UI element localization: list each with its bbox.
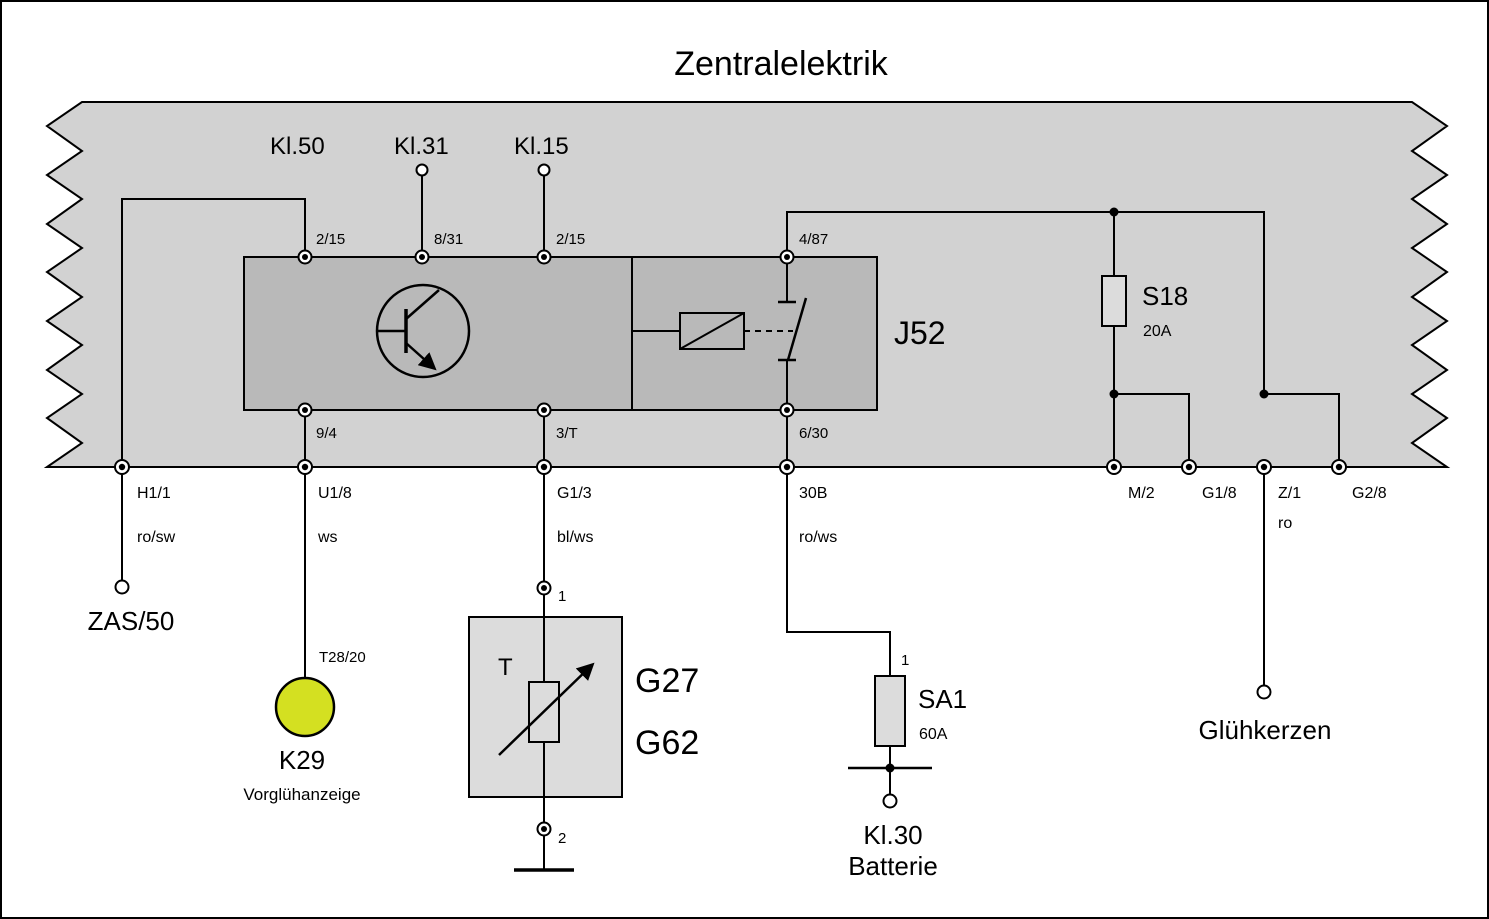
kl31-terminal bbox=[415, 163, 429, 177]
sensor-arrow bbox=[498, 662, 595, 756]
transistor-emitter bbox=[405, 342, 437, 371]
k29-caption: Vorglühanzeige bbox=[243, 785, 360, 804]
connector-labels: H1/1 ro/sw U1/8 ws G1/3 bl/ws 30B ro/ws … bbox=[137, 485, 1387, 546]
wire-487-feed bbox=[786, 211, 1265, 394]
transistor-icon bbox=[375, 283, 471, 379]
wire-kl50 bbox=[121, 198, 306, 467]
kl-terminals: Kl.50 Kl.31 Kl.15 bbox=[270, 133, 569, 177]
sensor-pin-1-label: 1 bbox=[558, 588, 566, 605]
module-j52-box bbox=[243, 256, 878, 411]
wire-color-ro-ws: ro/ws bbox=[799, 529, 837, 546]
module-j52: 2/15 8/31 2/15 4/87 9/4 3/T 6/30 J52 bbox=[243, 231, 946, 442]
k29-name: K29 bbox=[279, 745, 325, 775]
kl15-label: Kl.15 bbox=[514, 133, 569, 160]
sensor-pin-2-label: 2 bbox=[558, 830, 566, 847]
wire-color-ws: ws bbox=[317, 529, 338, 546]
wire-color-ro-sw: ro/sw bbox=[137, 529, 176, 546]
kl15-terminal bbox=[537, 163, 551, 177]
transistor-collector bbox=[405, 289, 440, 320]
sensor-name-g62: G62 bbox=[635, 724, 699, 762]
switch-blade bbox=[786, 297, 808, 361]
pin-4-87-dot bbox=[784, 254, 790, 260]
band-edge-connectors bbox=[114, 459, 1347, 475]
module-name: J52 bbox=[894, 315, 946, 351]
fuse-sa1-body bbox=[874, 675, 906, 747]
pin-label-9-4: 9/4 bbox=[316, 425, 337, 442]
pin-label-6-30: 6/30 bbox=[799, 425, 828, 442]
connector-m-2-dot bbox=[1110, 463, 1118, 471]
zas-terminal: ZAS/50 bbox=[88, 579, 175, 636]
junction-dots bbox=[885, 207, 1269, 773]
connector-h1-1-dot bbox=[118, 463, 126, 471]
sensor-symbol-t: T bbox=[498, 654, 513, 681]
kl31-label: Kl.31 bbox=[394, 133, 449, 160]
pin-label-2-15-b: 2/15 bbox=[556, 231, 585, 248]
zas-circle bbox=[114, 579, 130, 595]
fuse-s18-body bbox=[1101, 275, 1127, 327]
junction-dot bbox=[1259, 389, 1269, 399]
connector-label-g1-3: G1/3 bbox=[557, 485, 592, 502]
connector-label-z-1: Z/1 bbox=[1278, 485, 1301, 502]
pin-label-8-31: 8/31 bbox=[434, 231, 463, 248]
pin-6-30-dot bbox=[784, 407, 790, 413]
fuse-s18: S18 20A bbox=[1101, 275, 1188, 340]
pin-label-4-87: 4/87 bbox=[799, 231, 828, 248]
module-pins bbox=[297, 249, 795, 418]
wire-bracket-z1-g28 bbox=[1264, 393, 1340, 467]
fuse-sa1-name: SA1 bbox=[918, 684, 967, 714]
connector-30b-dot bbox=[783, 463, 791, 471]
connector-label-u1-8: U1/8 bbox=[318, 485, 352, 502]
wire-color-bl-ws: bl/ws bbox=[557, 529, 593, 546]
k29-lamp: T28/20 K29 Vorglühanzeige bbox=[243, 649, 365, 804]
pin-9-4-dot bbox=[302, 407, 308, 413]
sensor-name-g27: G27 bbox=[635, 662, 699, 700]
connector-label-g1-8: G1/8 bbox=[1202, 485, 1237, 502]
connector-g1-3-dot bbox=[540, 463, 548, 471]
k29-lamp-icon bbox=[274, 676, 336, 738]
relay-symbol bbox=[632, 257, 808, 410]
zas-label: ZAS/50 bbox=[88, 606, 175, 636]
battery-terminal bbox=[882, 793, 898, 809]
pin-2-15-a-dot bbox=[302, 254, 308, 260]
connector-label-30b: 30B bbox=[799, 485, 827, 502]
connector-g1-8-dot bbox=[1185, 463, 1193, 471]
page-title: Zentralelektrik bbox=[674, 45, 889, 83]
fuse-sa1-pin-label: 1 bbox=[901, 652, 909, 669]
connector-z-1-dot bbox=[1260, 463, 1268, 471]
glow-plugs-label: Glühkerzen bbox=[1199, 715, 1332, 745]
fuse-sa1-rating: 60A bbox=[919, 726, 948, 743]
junction-dot bbox=[885, 763, 895, 773]
pin-2-15-b-dot bbox=[541, 254, 547, 260]
pin-label-3-t: 3/T bbox=[556, 425, 578, 442]
connector-label-h1-1: H1/1 bbox=[137, 485, 171, 502]
wire-color-ro: ro bbox=[1278, 515, 1292, 532]
pin-label-2-15-a: 2/15 bbox=[316, 231, 345, 248]
glow-plugs-terminal bbox=[1256, 684, 1272, 700]
wire-bracket-m2-g18 bbox=[1114, 393, 1190, 467]
fuse-s18-name: S18 bbox=[1142, 281, 1188, 311]
battery-label-kl30: Kl.30 bbox=[863, 820, 922, 850]
battery-label-batterie: Batterie bbox=[848, 851, 938, 881]
sensor-pin-1-dot bbox=[541, 585, 547, 591]
connector-g2-8-dot bbox=[1335, 463, 1343, 471]
junction-dot bbox=[1109, 207, 1119, 217]
pin-3-t-dot bbox=[541, 407, 547, 413]
kl50-label: Kl.50 bbox=[270, 133, 325, 160]
glow-plugs: Glühkerzen bbox=[1199, 684, 1332, 745]
junction-dot bbox=[1109, 389, 1119, 399]
fuse-s18-rating: 20A bbox=[1143, 323, 1172, 340]
k29-connector-label: T28/20 bbox=[319, 649, 366, 666]
relay-coil-diagonal bbox=[679, 312, 745, 350]
pin-8-31-dot bbox=[419, 254, 425, 260]
sensor-pin-2-dot bbox=[541, 826, 547, 832]
sensor-g27-g62: T 1 2 G27 G62 bbox=[468, 580, 699, 847]
connector-u1-8-dot bbox=[301, 463, 309, 471]
fuse-sa1-battery: 1 SA1 60A Kl.30 Batterie bbox=[848, 652, 967, 881]
connector-label-m-2: M/2 bbox=[1128, 485, 1155, 502]
connector-label-g2-8: G2/8 bbox=[1352, 485, 1387, 502]
